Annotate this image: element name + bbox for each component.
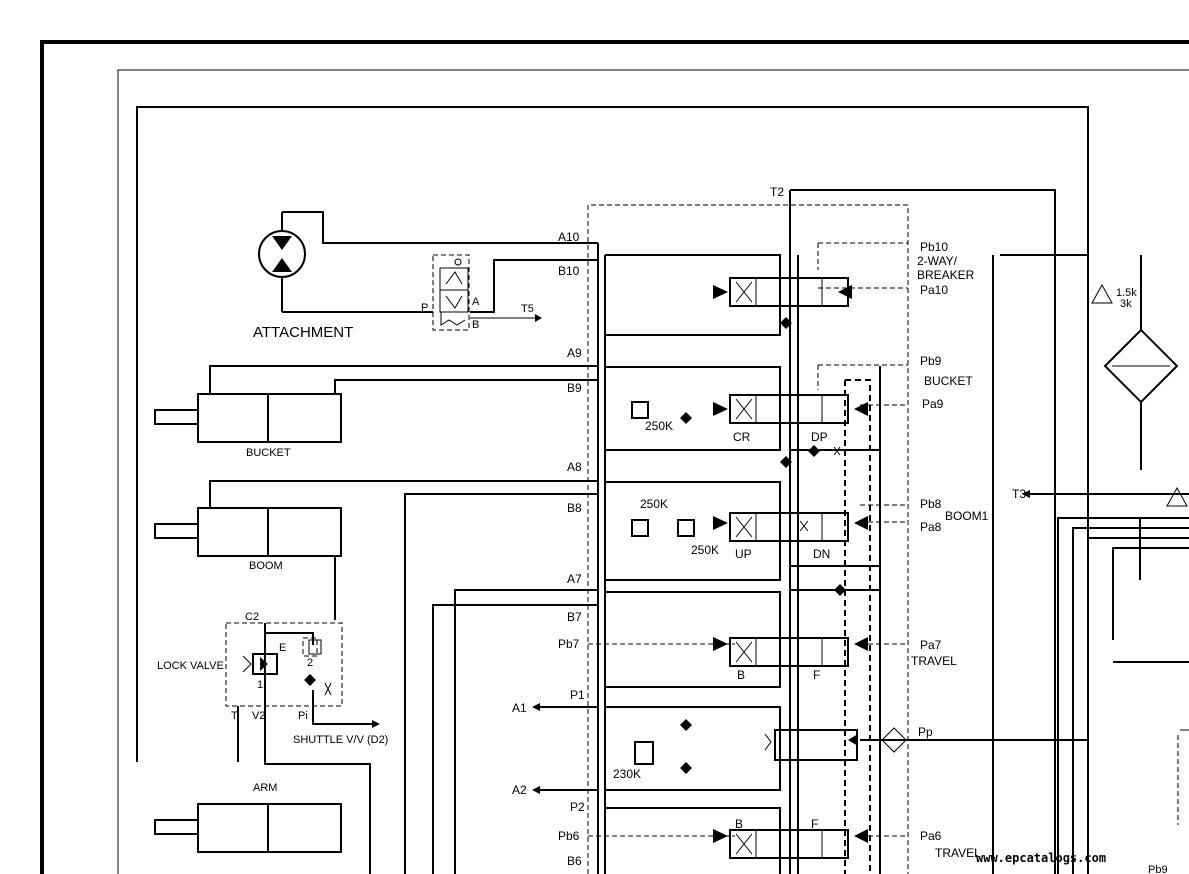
bucket-cylinder: BUCKET (154, 365, 598, 459)
port-labels-left: A10 B10 A9 B9 A8 B8 A7 B7 Pb7 P1 A1 A2 P… (512, 185, 1026, 868)
filter-setting-1-label: 1.5k (1116, 287, 1137, 299)
relief-main-label: 230K (613, 767, 641, 781)
drawing-frame (40, 40, 1189, 874)
port-1-label: 1 (257, 679, 263, 691)
travel7-section-label: TRAVEL (911, 654, 957, 668)
spool-cr-label: CR (733, 430, 751, 444)
attachment-label: ATTACHMENT (253, 324, 353, 341)
port-pb9-bottom-label: Pb9 (1148, 864, 1168, 874)
port-t-label: T (231, 710, 238, 722)
port-a2-label: A2 (512, 783, 527, 797)
port-a-label: A (472, 296, 480, 308)
oil-cooler-icon (1091, 255, 1188, 507)
spool-section-8 (631, 512, 868, 596)
spool-section-7 (713, 637, 868, 667)
port-pb7-label: Pb7 (558, 637, 580, 651)
spool-section-9 (631, 394, 868, 468)
port-v2-label: V2 (252, 710, 265, 722)
port-t2-label: T2 (770, 185, 784, 199)
port-pb9-label: Pb9 (920, 354, 942, 368)
spool-dp-label: DP (811, 430, 828, 444)
port-t3-label: T3 (1012, 487, 1026, 501)
pilot-lines (588, 242, 908, 874)
port-pa10-label: Pa10 (920, 283, 948, 297)
watermark: www.epcatalogs.com (976, 851, 1106, 865)
bucket-section-label: BUCKET (924, 374, 973, 388)
filter-setting-2-label: 3k (1120, 298, 1132, 310)
port-pp-label: Pp (918, 725, 933, 739)
boom-cylinder: BOOM (154, 480, 598, 874)
port-b9-label: B9 (567, 381, 582, 395)
port-b7-label: B7 (567, 610, 582, 624)
spool-section-10 (713, 277, 852, 329)
filter-settings: 1.5k 3k (1116, 287, 1137, 310)
spool-labels: CR DP UP DN B F B F (733, 430, 830, 831)
relief-boom-a-label: 250K (640, 497, 668, 511)
main-relief-section (634, 719, 907, 774)
boom-label: BOOM (249, 560, 283, 572)
port-pa7-label: Pa7 (920, 638, 942, 652)
port-pb8-label: Pb8 (920, 497, 942, 511)
port-e-label: E (279, 642, 286, 654)
port-b6-label: B6 (567, 854, 582, 868)
lock-valve-label: LOCK VALVE (157, 660, 224, 672)
port-pb10-label: Pb10 (920, 240, 948, 254)
port-p1-label: P1 (570, 688, 585, 702)
port-p-label: P (421, 302, 428, 314)
port-pa8-label: Pa8 (920, 520, 942, 534)
port-a1-label: A1 (512, 701, 527, 715)
attachment-circuit: ATTACHMENT P A B T5 (253, 211, 598, 341)
relief-bucket-label: 250K (645, 419, 673, 433)
spool-dn-label: DN (813, 547, 830, 561)
port-a7-label: A7 (567, 572, 582, 586)
bucket-label: BUCKET (246, 447, 291, 459)
port-labels-right: Pb10 2-WAY/ BREAKER Pa10 Pb9 BUCKET Pa9 … (911, 240, 1168, 874)
right-return-lines (1057, 517, 1189, 874)
port-c2-label: C2 (245, 611, 259, 623)
spool-f7-label: F (813, 668, 820, 682)
breaker-label-line2: BREAKER (917, 268, 975, 282)
port-pa9-label: Pa9 (922, 397, 944, 411)
port-a10-label: A10 (558, 230, 580, 244)
breaker-label-line1: 2-WAY/ (917, 254, 958, 268)
boom1-section-label: BOOM1 (945, 509, 989, 523)
port-2-label: 2 (307, 657, 313, 669)
port-b10-label: B10 (558, 264, 580, 278)
lock-valve: LOCK VALVE C2 E 1 2 T V2 Pi SHUTTLE V/V … (157, 611, 388, 874)
spool-up-label: UP (735, 547, 752, 561)
spool-section-6 (713, 829, 868, 859)
attachment-motor-icon (258, 212, 306, 312)
port-b8-label: B8 (567, 501, 582, 515)
port-t5-label: T5 (521, 303, 534, 315)
spool-f6-label: F (811, 817, 818, 831)
arm-cylinder: ARM (154, 782, 342, 853)
control-valve-housing (587, 204, 909, 874)
port-pi-label: Pi (298, 710, 308, 722)
spool-b7-label: B (737, 668, 745, 682)
shuttle-label: SHUTTLE V/V (D2) (293, 734, 388, 746)
travel6-section-label: TRAVEL (935, 846, 981, 860)
port-pb6-label: Pb6 (558, 829, 580, 843)
port-pa6-label: Pa6 (920, 829, 942, 843)
relief-settings: 250K 250K 250K 230K (613, 419, 719, 781)
port-b-label: B (472, 319, 479, 331)
relief-boom-b-label: 250K (691, 543, 719, 557)
port-a9-label: A9 (567, 346, 582, 360)
two-way-valve-icon (432, 254, 470, 331)
valve-internal-piping (432, 189, 1189, 874)
arm-label: ARM (253, 782, 277, 794)
port-a8-label: A8 (567, 460, 582, 474)
spool-b6-label: B (735, 817, 743, 831)
port-p2-label: P2 (570, 800, 585, 814)
